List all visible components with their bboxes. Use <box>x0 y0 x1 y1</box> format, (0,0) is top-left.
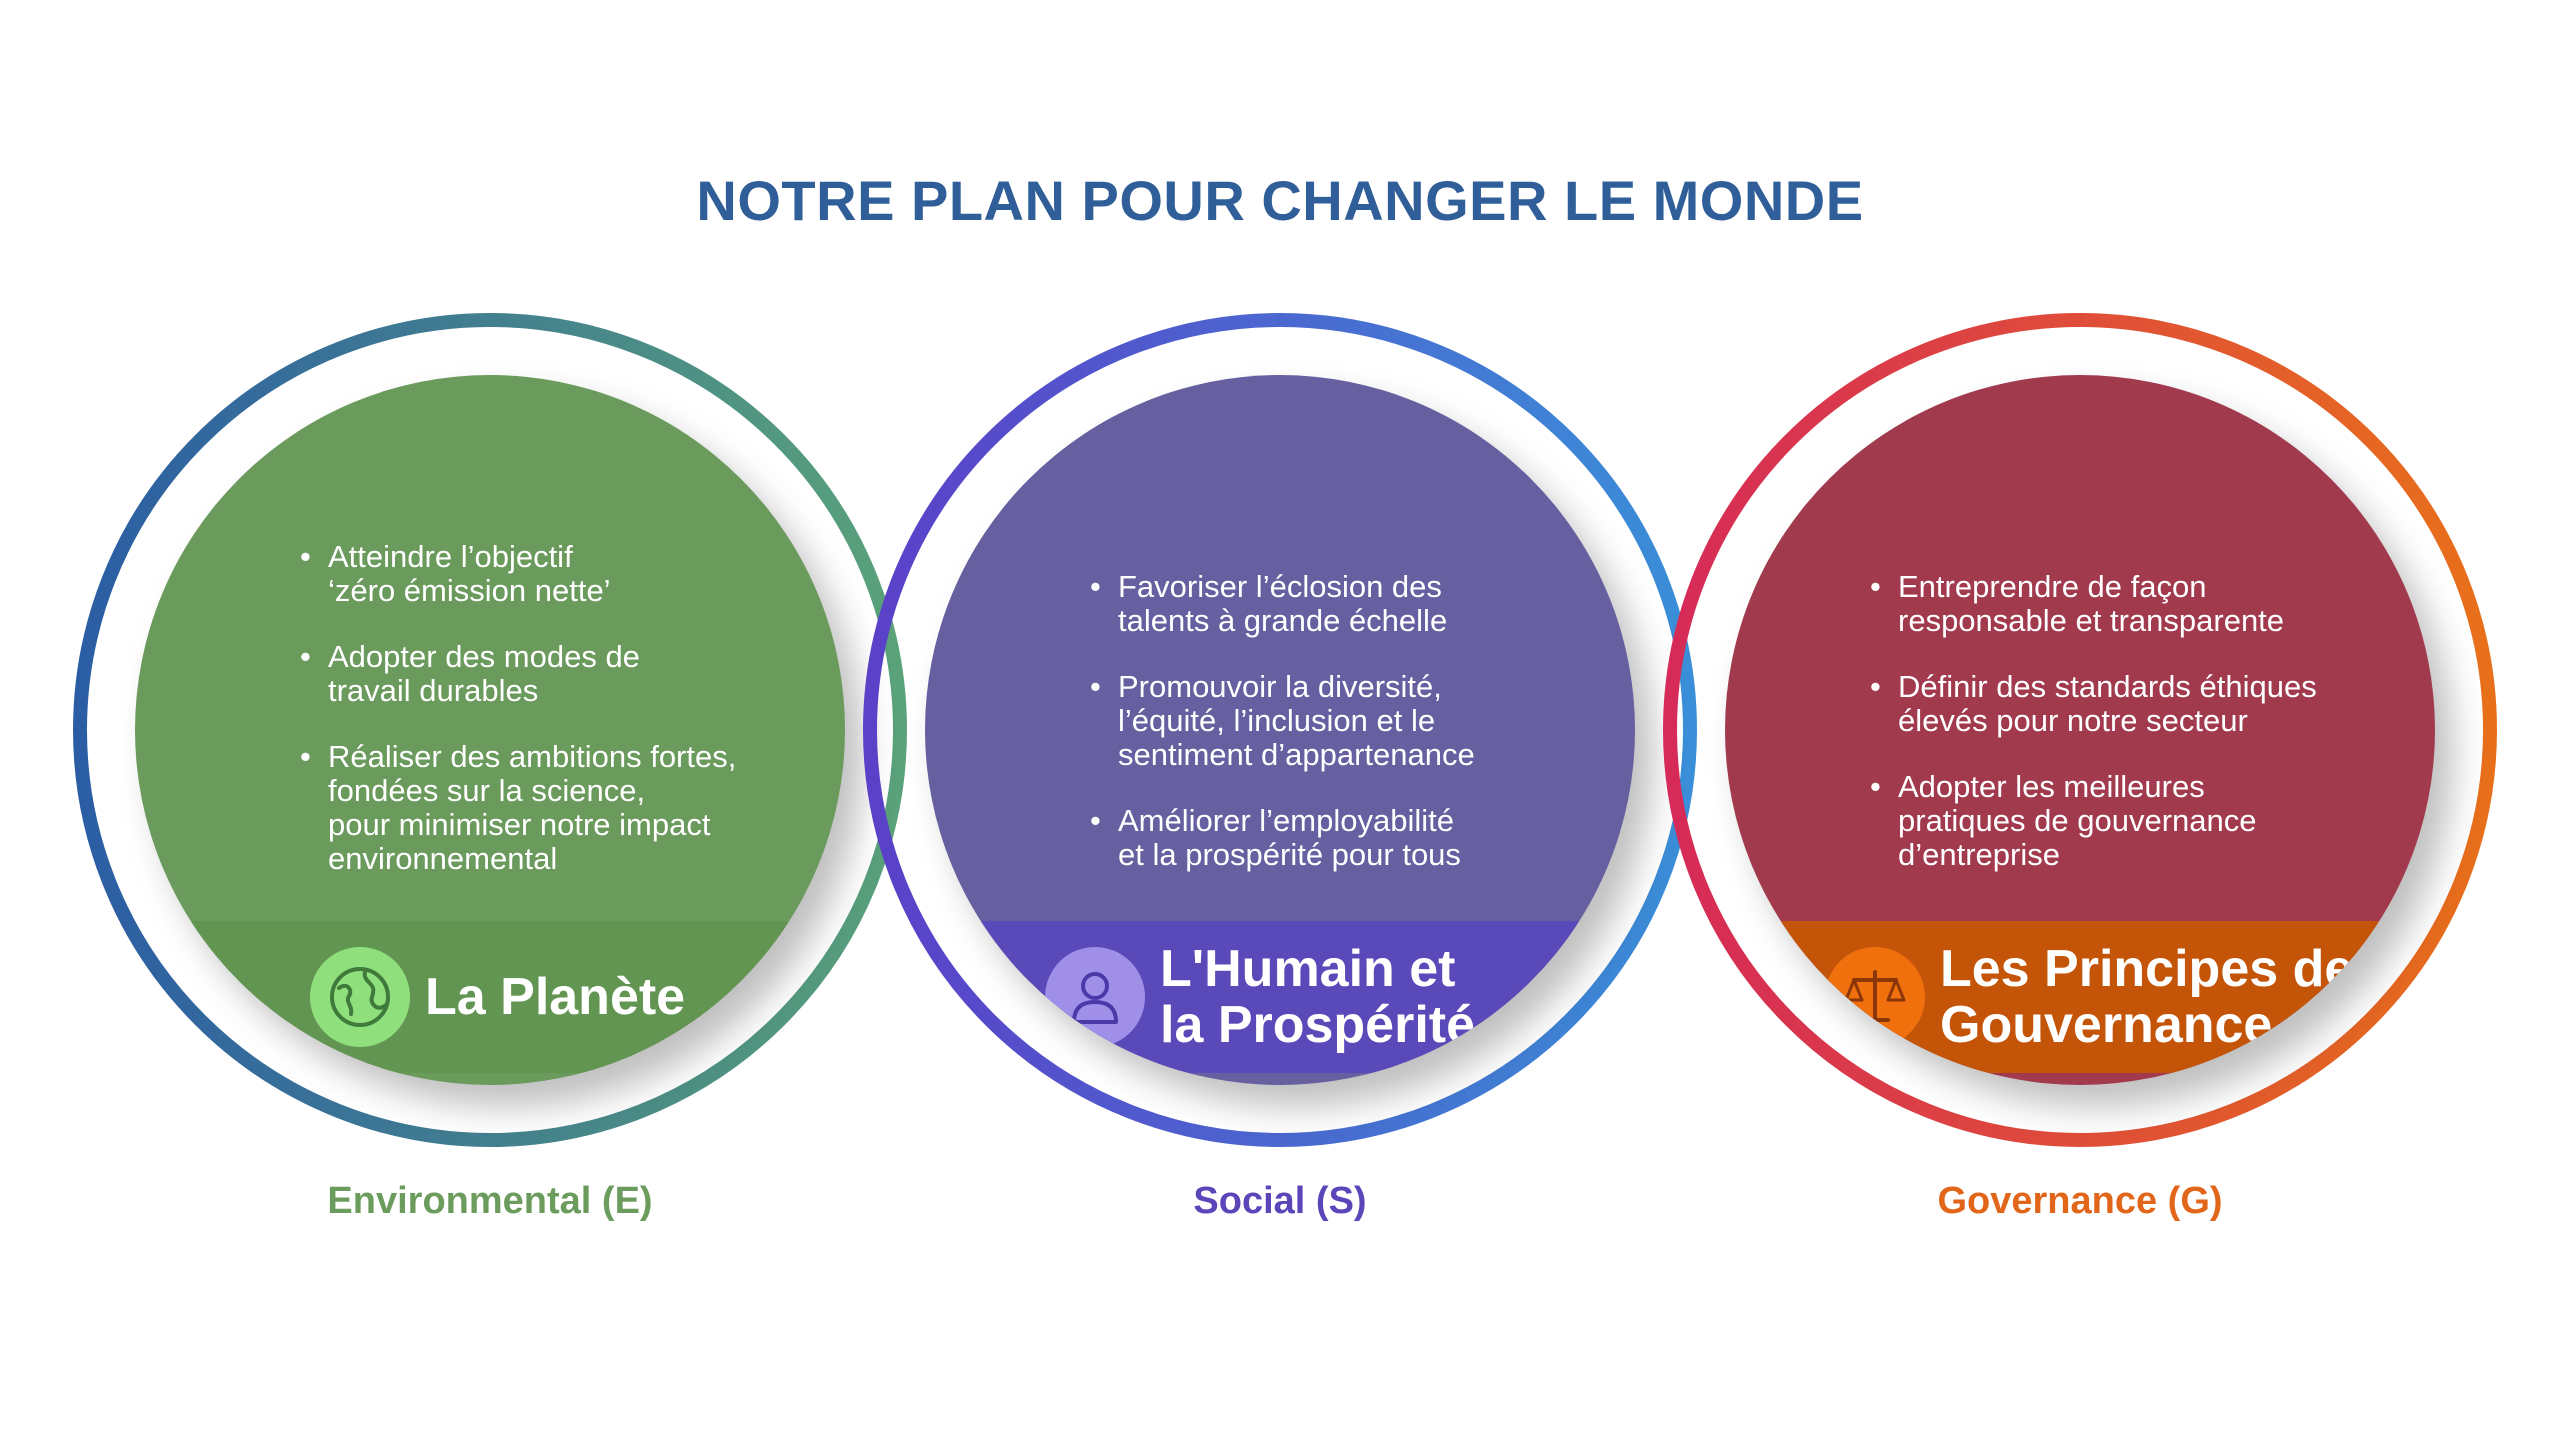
social-band: L'Humain et la Prospérité <box>925 921 1635 1073</box>
bullet-item: Réaliser des ambitions fortes, fondées s… <box>300 740 820 876</box>
environmental-bullets: Atteindre l’objectif ‘zéro émission nett… <box>300 540 820 908</box>
social-caption: Social (S) <box>1193 1180 1367 1222</box>
governance-ring <box>1663 313 2497 1147</box>
scales-icon <box>1825 947 1925 1047</box>
governance-band: Les Principes de Gouvernance <box>1725 921 2435 1073</box>
environmental-band: La Planète <box>135 921 845 1073</box>
environmental-pillar: Atteindre l’objectif ‘zéro émission nett… <box>65 305 915 1222</box>
governance-pillar: Entreprendre de façon responsable et tra… <box>1655 305 2505 1222</box>
social-bullets: Favoriser l’éclosion des talents à grand… <box>1090 570 1610 904</box>
bullet-item: Favoriser l’éclosion des talents à grand… <box>1090 570 1610 638</box>
bullet-item: Adopter des modes de travail durables <box>300 640 820 708</box>
bullet-item: Entreprendre de façon responsable et tra… <box>1870 570 2410 638</box>
social-title: L'Humain et la Prospérité <box>1160 940 1476 1054</box>
governance-disc: Entreprendre de façon responsable et tra… <box>1725 375 2435 1085</box>
environmental-title: La Planète <box>425 968 686 1026</box>
social-disc: Favoriser l’éclosion des talents à grand… <box>925 375 1635 1085</box>
governance-bullets: Entreprendre de façon responsable et tra… <box>1870 570 2410 904</box>
social-ring <box>863 313 1697 1147</box>
bullet-item: Définir des standards éthiques élevés po… <box>1870 670 2410 738</box>
bullet-item: Promouvoir la diversité, l’équité, l’inc… <box>1090 670 1610 772</box>
bullet-item: Adopter les meilleures pratiques de gouv… <box>1870 770 2410 872</box>
globe-icon <box>310 947 410 1047</box>
governance-title: Les Principes de Gouvernance <box>1940 940 2354 1054</box>
page-title: NOTRE PLAN POUR CHANGER LE MONDE <box>696 169 1864 232</box>
environmental-caption: Environmental (E) <box>327 1180 653 1222</box>
bullet-item: Atteindre l’objectif ‘zéro émission nett… <box>300 540 820 608</box>
social-pillar: Favoriser l’éclosion des talents à grand… <box>855 305 1705 1222</box>
person-icon <box>1045 947 1145 1047</box>
environmental-disc: Atteindre l’objectif ‘zéro émission nett… <box>135 375 845 1085</box>
environmental-ring <box>73 313 907 1147</box>
governance-caption: Governance (G) <box>1937 1180 2223 1222</box>
bullet-item: Améliorer l’employabilité et la prospéri… <box>1090 804 1610 872</box>
